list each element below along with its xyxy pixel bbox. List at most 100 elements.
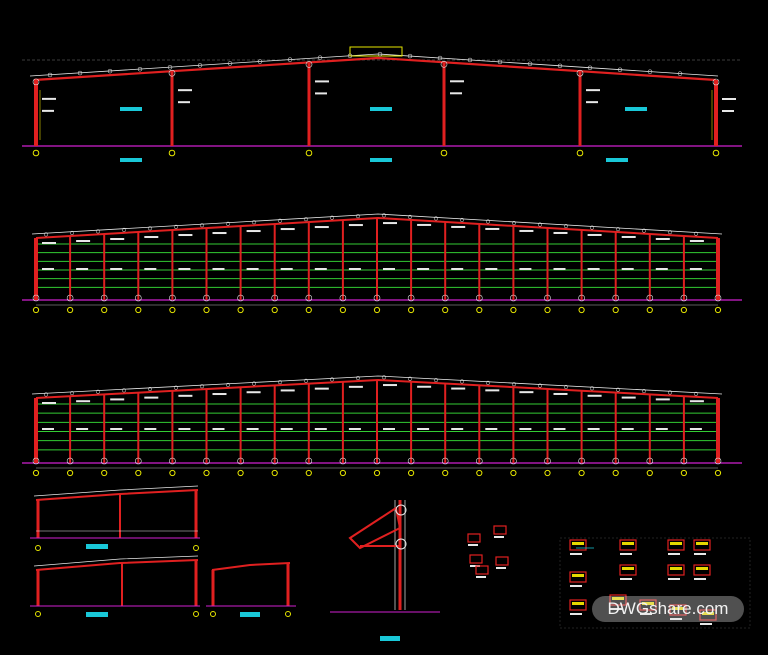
detail-label <box>620 578 632 580</box>
base-callout <box>203 457 210 465</box>
knee-callout <box>440 60 448 68</box>
detail-haunch <box>348 506 402 550</box>
purlin-callout <box>167 65 173 70</box>
connection-detail-item <box>699 609 717 621</box>
member-label <box>42 109 54 112</box>
purlin-callout <box>147 226 153 231</box>
base-callout <box>100 457 108 465</box>
member-label <box>42 268 54 270</box>
member-label <box>280 389 295 392</box>
detail-b <box>493 525 507 535</box>
purlin-callout <box>225 221 231 226</box>
member-label <box>383 268 395 270</box>
purlin-callout <box>693 391 699 396</box>
view-title-tag <box>370 107 392 111</box>
member-label <box>144 236 159 239</box>
axis-bubble <box>35 545 41 551</box>
purlin-callout <box>95 389 101 394</box>
purlin-callout <box>497 59 503 65</box>
end-plate <box>670 567 682 570</box>
roof-outline <box>31 375 723 395</box>
axis-bubble <box>339 469 346 477</box>
member-label <box>314 268 327 270</box>
purlin-callout <box>527 61 533 67</box>
member-label <box>450 92 462 95</box>
base-callout <box>407 294 415 302</box>
axis-bubble <box>285 611 291 617</box>
purlin-callout <box>251 381 257 386</box>
member-label <box>76 240 91 243</box>
member-label <box>144 396 159 399</box>
axis-bubble <box>476 469 483 477</box>
small-section-2 <box>30 555 200 617</box>
purlin-callout <box>615 387 621 392</box>
base-callout <box>237 294 244 302</box>
base-callout <box>578 294 585 302</box>
purlin-callout <box>563 224 569 229</box>
axis-bubble <box>169 306 176 314</box>
detail-group-small <box>467 525 509 578</box>
view-title-tag <box>370 158 392 162</box>
member-label <box>280 228 295 231</box>
axis-bubble <box>35 611 41 617</box>
axis-bubble <box>544 469 551 477</box>
purlin-callout <box>537 383 543 388</box>
base-callout <box>135 457 142 465</box>
knee-callout <box>576 69 584 77</box>
axis-bubble <box>32 149 40 157</box>
purlin-callout <box>69 230 75 235</box>
purlin-callout <box>303 378 309 383</box>
member-label <box>417 223 432 226</box>
member-label <box>246 428 259 430</box>
base-callout <box>680 457 688 465</box>
purlin-callout <box>347 53 353 59</box>
member-label <box>451 428 464 430</box>
purlin-callout <box>407 376 413 381</box>
connection-detail <box>330 500 440 641</box>
purlin-callout <box>251 220 257 225</box>
elevation-b-frame <box>22 375 742 477</box>
purlin-callout <box>677 71 683 76</box>
member-label <box>178 428 191 430</box>
member-label <box>689 428 702 430</box>
member-label <box>655 237 670 240</box>
base-callout <box>373 294 381 302</box>
base-callout <box>475 457 483 465</box>
view-title-tag <box>120 107 142 111</box>
axis-bubble <box>32 306 40 314</box>
base-callout <box>32 294 40 302</box>
end-plate <box>670 542 682 545</box>
member-label <box>485 428 498 430</box>
detail-label <box>668 553 680 555</box>
purlin-callout <box>43 392 49 397</box>
axis-bubble <box>510 306 517 314</box>
member-label <box>76 428 89 430</box>
end-plate <box>572 542 584 545</box>
knee-callout <box>168 69 176 77</box>
view-title-tag <box>606 158 628 162</box>
purlin-callout <box>433 216 439 221</box>
base-callout <box>441 294 449 302</box>
purlin-callout <box>199 223 205 228</box>
member-label <box>348 268 361 270</box>
detail-label <box>570 553 582 555</box>
axis-bubble <box>544 306 551 314</box>
detail-label <box>694 553 706 555</box>
member-label <box>722 98 736 100</box>
connection-detail-item <box>609 594 627 606</box>
member-label <box>621 428 634 430</box>
member-label <box>383 428 395 430</box>
purlin-callout <box>355 376 361 381</box>
member-label <box>110 268 123 270</box>
detail-label <box>468 544 478 546</box>
detail-label <box>494 536 504 538</box>
purlin-callout <box>485 219 491 224</box>
member-label <box>42 402 56 404</box>
member-label <box>315 92 327 95</box>
member-label <box>485 389 500 392</box>
axis-bubble <box>169 469 176 477</box>
axis-bubble <box>101 469 108 477</box>
elevation-a-frame <box>22 213 742 314</box>
watermark-logo: DWGshare.com <box>592 596 744 622</box>
detail-group-items <box>569 539 717 625</box>
